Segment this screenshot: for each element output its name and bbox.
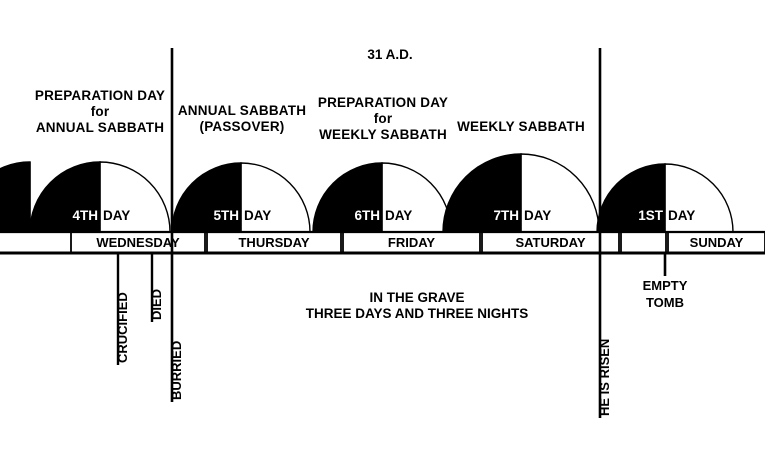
night-half xyxy=(442,153,522,233)
weekday-label: SUNDAY xyxy=(689,235,744,250)
section-heading: ANNUAL SABBATH(PASSOVER) xyxy=(178,103,306,135)
in-the-grave-line: THREE DAYS AND THREE NIGHTS xyxy=(305,305,529,321)
empty-tomb-line: TOMB xyxy=(645,294,685,310)
section-heading-line: ANNUAL SABBATH xyxy=(35,119,165,135)
night-half xyxy=(0,161,31,233)
section-heading: WEEKLY SABBATH xyxy=(457,119,585,135)
day-word-label: DAY xyxy=(524,208,552,223)
night-half xyxy=(171,162,242,233)
day-half xyxy=(664,163,734,233)
day-arch xyxy=(312,162,452,233)
weekday-label: WEDNESDAY xyxy=(96,235,180,250)
event-marker-label: CRUCIFIED xyxy=(115,292,130,363)
section-heading-line: for xyxy=(90,103,110,119)
section-heading-line: WEEKLY SABBATH xyxy=(457,119,585,134)
in-the-grave-line: IN THE GRAVE xyxy=(369,290,465,305)
weekday-label: SATURDAY xyxy=(515,235,586,250)
night-half xyxy=(29,161,101,233)
weekday-label: FRIDAY xyxy=(387,235,436,250)
event-marker-label: BURRIED xyxy=(169,340,184,400)
day-arch xyxy=(0,161,31,233)
day-arch xyxy=(596,163,734,233)
day-half xyxy=(99,161,171,233)
section-heading-line: PREPARATION DAY xyxy=(317,95,449,110)
day-number-label: 7TH xyxy=(493,208,519,223)
day-arch xyxy=(171,162,311,233)
weekday-label: THURSDAY xyxy=(238,235,310,250)
event-marker-label: DIED xyxy=(149,288,164,320)
night-half xyxy=(312,162,383,233)
section-heading-line: ANNUAL SABBATH xyxy=(177,103,307,118)
section-heading-line: PREPARATION DAY xyxy=(34,88,166,103)
day-word-label: DAY xyxy=(668,208,696,223)
event-marker-label: HE IS RISEN xyxy=(597,338,612,416)
day-number-label: 4TH xyxy=(72,208,98,223)
section-heading-line: WEEKLY SABBATH xyxy=(319,126,447,142)
day-number-label: 1ST xyxy=(638,208,663,223)
section-heading-line: for xyxy=(373,110,393,126)
day-arch xyxy=(442,153,600,233)
empty-tomb-line: EMPTY xyxy=(642,278,688,293)
day-word-label: DAY xyxy=(244,208,272,223)
day-word-label: DAY xyxy=(385,208,413,223)
section-heading-line: (PASSOVER) xyxy=(199,118,285,134)
day-number-label: 6TH xyxy=(354,208,380,223)
day-word-label: DAY xyxy=(103,208,131,223)
year-label: 31 A.D. xyxy=(367,47,413,62)
day-half xyxy=(240,162,311,233)
day-number-label: 5TH xyxy=(213,208,239,223)
day-arch xyxy=(29,161,171,233)
